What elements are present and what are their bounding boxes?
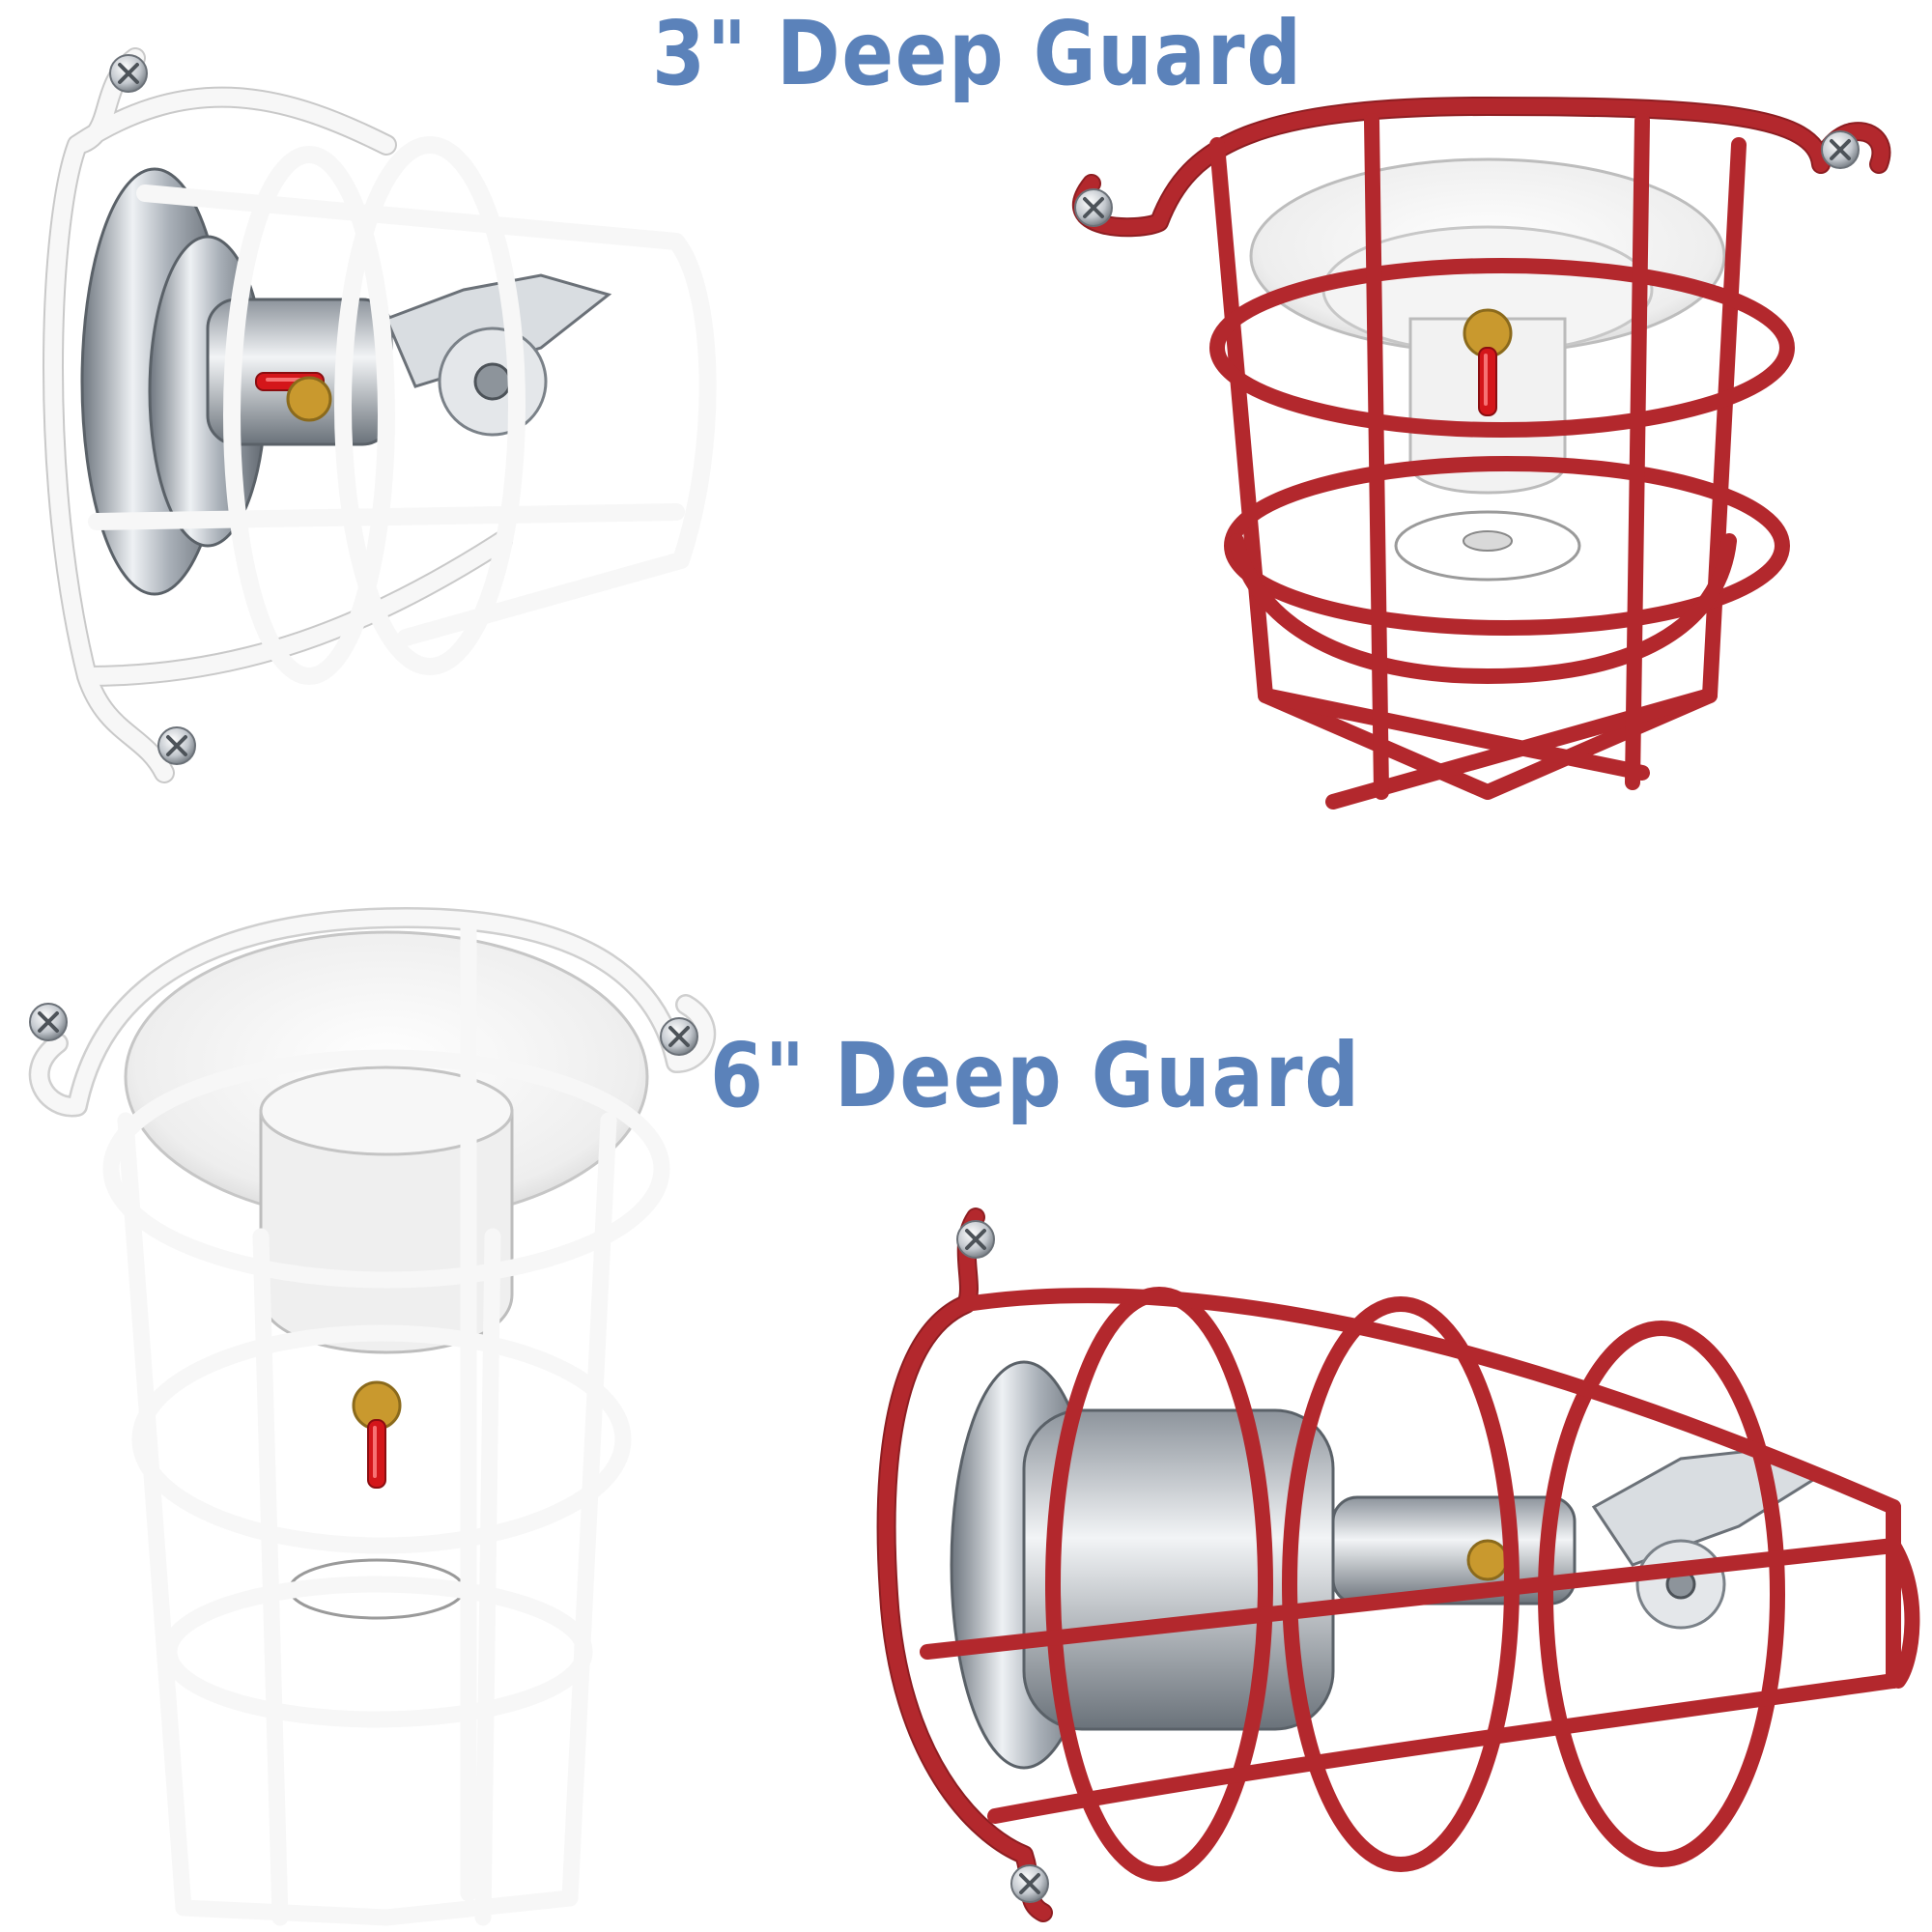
sprinkler-head-icon xyxy=(438,327,548,437)
screw-icon xyxy=(28,1002,69,1042)
screw-icon xyxy=(1073,187,1114,228)
sprinkler-head-icon xyxy=(1635,1539,1726,1630)
caption-3-inch-guard: 3" Deep Guard xyxy=(652,2,1303,105)
screw-icon xyxy=(1820,129,1861,170)
screw-icon xyxy=(955,1219,996,1260)
screw-icon xyxy=(108,53,149,94)
red-guard-pendant-view xyxy=(1072,97,1891,810)
caption-6-inch-guard: 6" Deep Guard xyxy=(710,1024,1361,1127)
red-deep-guard-side-view xyxy=(876,1208,1920,1922)
white-deep-guard-pendant-view xyxy=(28,907,717,1926)
screw-icon xyxy=(659,1016,699,1057)
screw-icon xyxy=(156,725,197,766)
white-guard-side-view xyxy=(43,47,717,783)
screw-icon xyxy=(1009,1863,1050,1904)
sprinkler-head-icon xyxy=(1394,510,1581,582)
